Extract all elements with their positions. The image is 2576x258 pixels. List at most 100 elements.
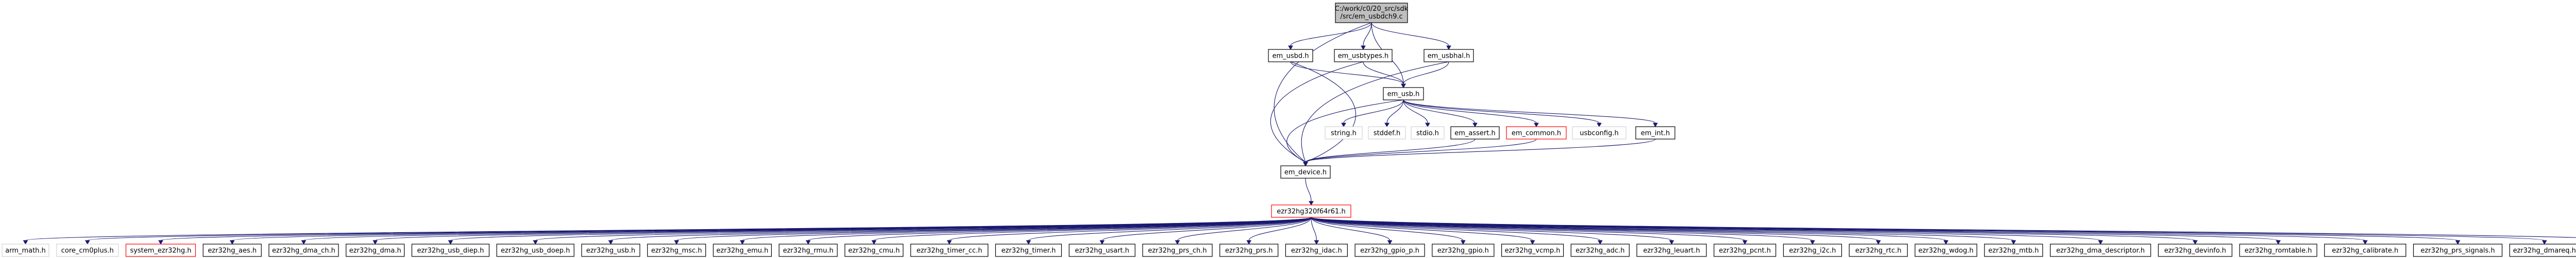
node-system_ezr32hg[interactable]: system_ezr32hg.h xyxy=(125,244,196,257)
node-box xyxy=(778,244,838,257)
node-ezr32hg_devinfo[interactable]: ezr32hg_devinfo.h xyxy=(2158,244,2232,257)
node-ezr32hg_gpio_p[interactable]: ezr32hg_gpio_p.h xyxy=(1354,244,1425,257)
node-ezr32hg_romtable[interactable]: ezr32hg_romtable.h xyxy=(2239,244,2317,257)
node-box xyxy=(1334,49,1393,62)
node-label: ezr32hg_rmu.h xyxy=(783,247,834,255)
node-box xyxy=(2239,244,2317,257)
node-box xyxy=(1354,244,1425,257)
node-em_assert[interactable]: em_assert.h xyxy=(1450,126,1500,140)
node-ezr32hg_usb_doep[interactable]: ezr32hg_usb_doep.h xyxy=(496,244,574,257)
node-ezr32hg_usb[interactable]: ezr32hg_usb.h xyxy=(581,244,640,257)
node-box xyxy=(1501,244,1564,257)
node-ezr32hg_dmareq[interactable]: ezr32hg_dmareq.h xyxy=(2509,244,2576,257)
node-ezr32hg_usart[interactable]: ezr32hg_usart.h xyxy=(1069,244,1136,257)
node-ezr32hg_prs_ch[interactable]: ezr32hg_prs_ch.h xyxy=(1142,244,1213,257)
node-em_usbtypes[interactable]: em_usbtypes.h xyxy=(1334,49,1393,62)
node-stdio[interactable]: stdio.h xyxy=(1411,126,1445,140)
node-ezr32hg_prs[interactable]: ezr32hg_prs.h xyxy=(1219,244,1279,257)
node-em_int[interactable]: em_int.h xyxy=(1635,126,1675,140)
node-box xyxy=(1984,244,2043,257)
node-box xyxy=(1570,244,1630,257)
edge-em_usb-to-em_common xyxy=(1403,99,1539,128)
node-label: ezr32hg_prs_ch.h xyxy=(1148,247,1207,255)
node-label: ezr32hg_rtc.h xyxy=(1855,247,1902,255)
edge-efr32-to-ezr32hg_mtb xyxy=(1311,217,2016,245)
node-em_usbd[interactable]: em_usbd.h xyxy=(1268,49,1313,62)
node-ezr32hg_dma[interactable]: ezr32hg_dma.h xyxy=(346,244,405,257)
node-label: ezr32hg_timer.h xyxy=(1002,247,1056,255)
node-ezr32hg_dma_ch[interactable]: ezr32hg_dma_ch.h xyxy=(268,244,339,257)
node-label: ezr32hg_prs.h xyxy=(1225,247,1273,255)
node-box xyxy=(2324,244,2406,257)
edge-em_device-to-efr32 xyxy=(1305,178,1314,206)
node-ezr32hg_vcmp[interactable]: ezr32hg_vcmp.h xyxy=(1501,244,1564,257)
edge-em_usb-to-em_int xyxy=(1403,99,1658,128)
edge-root-to-em_usbhal xyxy=(1371,22,1451,50)
node-arm_math[interactable]: arm_math.h xyxy=(2,244,49,257)
node-ezr32hg_timer_cc[interactable]: ezr32hg_timer_cc.h xyxy=(910,244,989,257)
node-efr32[interactable]: ezr32hg320f64r61.h xyxy=(1271,204,1351,218)
edge-efr32-to-ezr32hg_rtc xyxy=(1311,217,1881,245)
node-label: ezr32hg_dma_ch.h xyxy=(272,247,335,255)
edge-em_usb-to-stddef xyxy=(1384,99,1404,128)
node-label: stdio.h xyxy=(1416,130,1439,137)
node-label: ezr32hg_prs_signals.h xyxy=(2420,247,2495,255)
node-label: core_cm0plus.h xyxy=(61,247,114,255)
node-label: ezr32hg_timer_cc.h xyxy=(917,247,982,255)
node-box xyxy=(346,244,405,257)
node-ezr32hg_pcnt[interactable]: ezr32hg_pcnt.h xyxy=(1714,244,1776,257)
node-ezr32hg_calibrate[interactable]: ezr32hg_calibrate.h xyxy=(2324,244,2406,257)
node-box xyxy=(1432,244,1495,257)
node-ezr32hg_prs_signals[interactable]: ezr32hg_prs_signals.h xyxy=(2413,244,2503,257)
node-em_common[interactable]: em_common.h xyxy=(1506,126,1567,140)
node-box xyxy=(1572,126,1626,140)
node-box xyxy=(995,244,1062,257)
node-ezr32hg_wdog[interactable]: ezr32hg_wdog.h xyxy=(1914,244,1977,257)
node-box xyxy=(1636,244,1707,257)
node-box xyxy=(2413,244,2503,257)
node-label: em_common.h xyxy=(1512,130,1561,137)
node-em_usbhal[interactable]: em_usbhal.h xyxy=(1423,49,1474,62)
node-label: ezr32hg_wdog.h xyxy=(1918,247,1973,255)
node-string[interactable]: string.h xyxy=(1325,126,1363,140)
node-box xyxy=(1383,87,1424,100)
node-box xyxy=(125,244,196,257)
node-label: ezr32hg_dmareq.h xyxy=(2513,247,2576,255)
node-ezr32hg_emu[interactable]: ezr32hg_emu.h xyxy=(713,244,772,257)
node-ezr32hg_msc[interactable]: ezr32hg_msc.h xyxy=(647,244,706,257)
node-label: ezr32hg320f64r61.h xyxy=(1277,208,1345,216)
node-ezr32hg_aes[interactable]: ezr32hg_aes.h xyxy=(202,244,262,257)
node-box xyxy=(844,244,904,257)
node-ezr32hg_cmu[interactable]: ezr32hg_cmu.h xyxy=(844,244,904,257)
node-ezr32hg_dma_descriptor[interactable]: ezr32hg_dma_descriptor.h xyxy=(2049,244,2151,257)
node-label: ezr32hg_leuart.h xyxy=(1643,247,1700,255)
edge-em_usbhal-to-em_device xyxy=(1301,61,1449,167)
node-ezr32hg_timer[interactable]: ezr32hg_timer.h xyxy=(995,244,1062,257)
node-ezr32hg_mtb[interactable]: ezr32hg_mtb.h xyxy=(1984,244,2043,257)
edge-em_usb-to-stdio xyxy=(1403,99,1430,128)
node-label: ezr32hg_pcnt.h xyxy=(1719,247,1771,255)
edge-efr32-to-ezr32hg_cmu xyxy=(871,217,1312,245)
node-ezr32hg_rmu[interactable]: ezr32hg_rmu.h xyxy=(778,244,838,257)
node-usbconfig[interactable]: usbconfig.h xyxy=(1572,126,1626,140)
node-ezr32hg_i2c[interactable]: ezr32hg_i2c.h xyxy=(1783,244,1842,257)
node-label: em_usb.h xyxy=(1387,91,1420,98)
node-core_cm0plus[interactable]: core_cm0plus.h xyxy=(56,244,119,257)
node-box xyxy=(1506,126,1567,140)
node-em_device[interactable]: em_device.h xyxy=(1280,165,1331,179)
node-em_usb[interactable]: em_usb.h xyxy=(1383,87,1424,100)
node-label: ezr32hg_romtable.h xyxy=(2245,247,2312,255)
node-label: ezr32hg_emu.h xyxy=(716,247,768,255)
node-ezr32hg_usb_diep[interactable]: ezr32hg_usb_diep.h xyxy=(411,244,490,257)
node-box xyxy=(268,244,339,257)
node-label: stddef.h xyxy=(1374,130,1400,137)
node-ezr32hg_rtc[interactable]: ezr32hg_rtc.h xyxy=(1849,244,1908,257)
edge-em_usbd-to-em_device xyxy=(1290,61,1356,167)
node-stddef[interactable]: stddef.h xyxy=(1368,126,1406,140)
node-ezr32hg_idac[interactable]: ezr32hg_idac.h xyxy=(1285,244,1348,257)
node-label: ezr32hg_msc.h xyxy=(651,247,702,255)
node-ezr32hg_gpio[interactable]: ezr32hg_gpio.h xyxy=(1432,244,1495,257)
node-ezr32hg_adc[interactable]: ezr32hg_adc.h xyxy=(1570,244,1630,257)
node-ezr32hg_leuart[interactable]: ezr32hg_leuart.h xyxy=(1636,244,1707,257)
